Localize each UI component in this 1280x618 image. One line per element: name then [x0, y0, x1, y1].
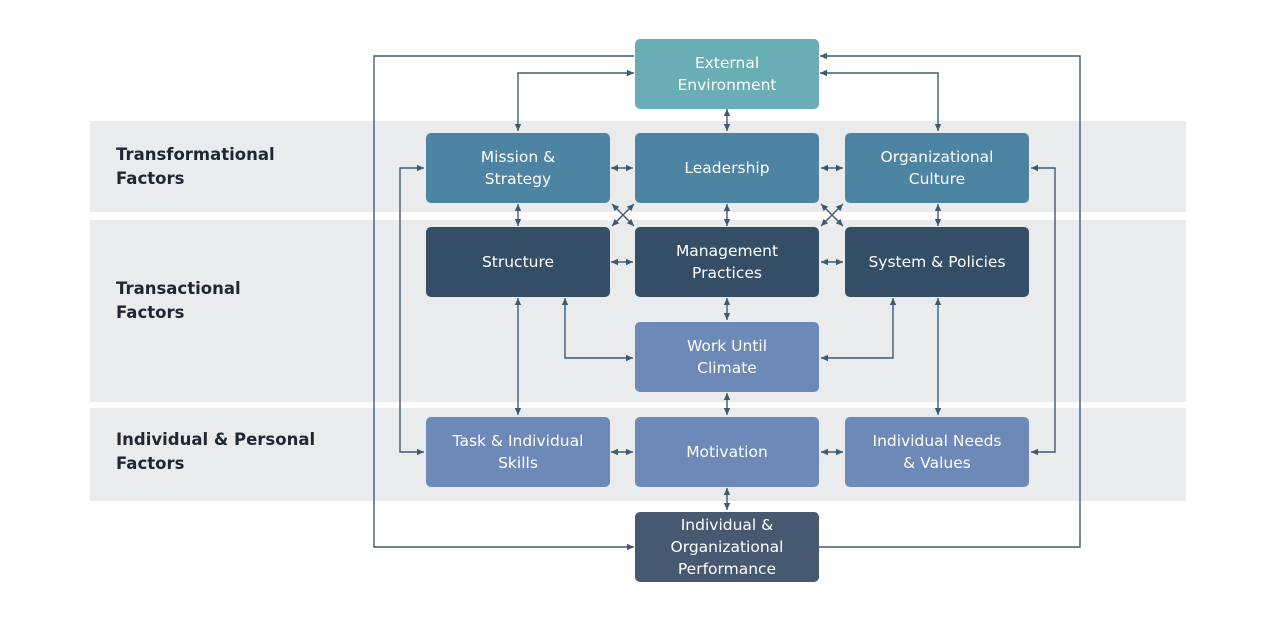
- systems-to-climate: [821, 298, 897, 362]
- diagonal-b: [611, 203, 635, 227]
- box-label-line: Individual Needs: [872, 432, 1002, 450]
- individual-needs-values-box: Individual Needs & Values: [845, 417, 1029, 487]
- diagonal-d: [820, 203, 844, 227]
- box-label-line: Work Until: [686, 337, 768, 355]
- work-unit-climate-box: Work Until Climate: [635, 322, 819, 392]
- box-label-line: Practices: [692, 264, 762, 282]
- box-label-line: Skills: [498, 454, 538, 472]
- box-label-line: Management: [675, 242, 779, 260]
- structure-box: Structure: [426, 227, 610, 297]
- band-label-line: Factors: [116, 303, 185, 322]
- management-practices-box: Management Practices: [635, 227, 819, 297]
- box-label-line: External: [694, 54, 760, 72]
- box-label-line: Strategy: [484, 170, 552, 188]
- external-to-culture: [820, 69, 942, 131]
- box-label-line: Motivation: [686, 443, 768, 461]
- box-label-line: Organizational: [880, 148, 994, 166]
- outer-loop-right: [819, 52, 1081, 548]
- band-label-line: Transformational: [116, 145, 275, 164]
- box-label-line: System & Policies: [868, 253, 1006, 271]
- external-environment-box: External Environment: [635, 39, 819, 109]
- motivation-box: Motivation: [635, 417, 819, 487]
- box-label-line: Mission &: [480, 148, 556, 166]
- band-label-line: Individual & Personal: [116, 430, 316, 449]
- structure-to-climate: [561, 298, 633, 362]
- box-label-line: Task & Individual: [452, 432, 584, 450]
- external-to-mission: [514, 69, 634, 131]
- box-label-line: Environment: [677, 76, 777, 94]
- box-label-line: & Values: [903, 454, 971, 472]
- task-individual-skills-box: Task & Individual Skills: [426, 417, 610, 487]
- band-label-line: Factors: [116, 454, 185, 473]
- organizational-culture-box: Organizational Culture: [845, 133, 1029, 203]
- box-label-line: Leadership: [684, 159, 770, 177]
- box-label-line: Culture: [908, 170, 966, 188]
- box-label-line: Performance: [677, 560, 777, 578]
- mission-to-task-skills-loop: [399, 164, 424, 456]
- individual-personal-factors-label: Individual & Personal Factors: [116, 428, 315, 476]
- mission-strategy-box: Mission & Strategy: [426, 133, 610, 203]
- culture-to-needs-values-loop: [1031, 164, 1056, 456]
- box-label-line: Individual &: [680, 516, 774, 534]
- band-label-line: Factors: [116, 169, 185, 188]
- performance-box: Individual & Organizational Performance: [635, 512, 819, 582]
- box-label-line: Structure: [481, 253, 555, 271]
- box-label-line: Organizational: [670, 538, 784, 556]
- band-label-line: Transactional: [116, 279, 241, 298]
- transactional-factors-label: Transactional Factors: [116, 277, 241, 325]
- box-label-line: Climate: [697, 359, 757, 377]
- transformational-factors-label: Transformational Factors: [116, 143, 275, 191]
- system-policies-box: System & Policies: [845, 227, 1029, 297]
- leadership-box: Leadership: [635, 133, 819, 203]
- outer-loop-left: [373, 55, 634, 551]
